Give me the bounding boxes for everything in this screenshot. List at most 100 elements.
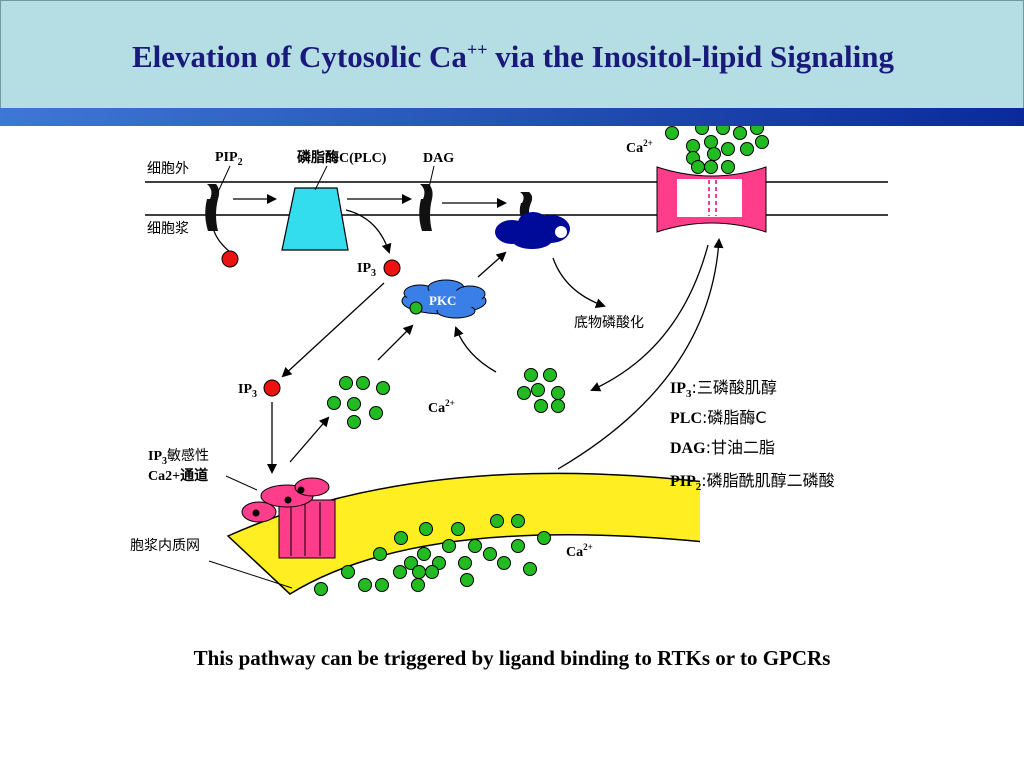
label-plc: 磷脂酶C(PLC): [297, 149, 387, 166]
calcium-ion: [376, 381, 390, 395]
arrow-ip3-down: [281, 282, 385, 378]
calcium-ion: [750, 126, 764, 135]
calcium-ion: [412, 565, 426, 579]
calcium-ion: [511, 514, 525, 528]
calcium-ion: [511, 539, 525, 553]
plc-enzyme: [281, 187, 349, 251]
calcium-ion: [419, 522, 433, 536]
legend-plc: PLC:磷脂酶C: [670, 408, 767, 427]
arrow-er-to-channel: [557, 238, 724, 470]
legend-ip3: IP3:三磷酸肌醇: [670, 378, 777, 400]
leader-er: [208, 560, 293, 589]
arrow-ca-influx: [590, 244, 709, 392]
leader-pip2: [217, 165, 231, 193]
calcium-ion: [411, 578, 425, 592]
calcium-ion: [716, 126, 730, 135]
calcium-ion: [339, 376, 353, 390]
label-ip3-channel-line2: Ca2+通道: [148, 467, 208, 484]
label-substrate-phosphorylation: 底物磷酸化: [574, 315, 644, 331]
calcium-ion: [534, 399, 548, 413]
calcium-ion: [523, 562, 537, 576]
arrow-ca-to-pkc: [377, 324, 414, 361]
title-bar: Elevation of Cytosolic Ca++ via the Inos…: [0, 0, 1024, 109]
calcium-ion: [551, 386, 565, 400]
ip3-molecule-1: [383, 259, 401, 277]
legend-pip2: PIP2:磷脂酰肌醇二磷酸: [670, 471, 835, 493]
calcium-ion: [551, 399, 565, 413]
label-ip3-channel-line1: IP3敏感性: [148, 447, 209, 467]
calcium-ion: [393, 565, 407, 579]
ca-bound-pkc: [409, 301, 423, 315]
dag-molecule: [419, 184, 433, 231]
legend: IP3:三磷酸肌醇 PLC:磷脂酶C DAG:甘油二脂 PIP2:磷脂酰肌醇二磷…: [670, 378, 835, 493]
calcium-ion: [460, 573, 474, 587]
arrow-ca-to-pkc-curved: [454, 326, 497, 373]
calcium-ion: [543, 368, 557, 382]
calcium-ion: [740, 142, 754, 156]
label-ip3-lower: IP3: [238, 382, 257, 400]
ip3-molecule-2: [263, 379, 281, 397]
calcium-ion: [451, 522, 465, 536]
signaling-diagram: 细胞外 细胞浆 PIP2 磷脂酶C(PLC) DAG IP3 IP3 PKC 底…: [130, 126, 888, 596]
calcium-ion: [490, 514, 504, 528]
arrow-channel-to-ca: [289, 416, 330, 463]
calcium-ion: [483, 547, 497, 561]
calcium-ion: [497, 556, 511, 570]
calcium-ion: [733, 126, 747, 140]
calcium-ion: [695, 126, 709, 135]
calcium-ion: [417, 547, 431, 561]
label-ca-middle: Ca2+: [428, 398, 455, 416]
footer-caption: This pathway can be triggered by ligand …: [193, 646, 831, 670]
calcium-ion: [425, 565, 439, 579]
calcium-ion: [327, 396, 341, 410]
calcium-ion: [704, 135, 718, 149]
calcium-ions: [314, 126, 769, 596]
arrow-gprotein-to-substrate: [552, 257, 606, 308]
calcium-ion: [665, 126, 679, 140]
calcium-ion: [356, 376, 370, 390]
calcium-ion: [369, 406, 383, 420]
calcium-ion: [347, 397, 361, 411]
ip3-receptor-channel: [241, 477, 336, 559]
slide-title: Elevation of Cytosolic Ca++ via the Inos…: [131, 39, 895, 74]
calcium-ion: [524, 368, 538, 382]
calcium-ion: [358, 578, 372, 592]
g-protein-site: [555, 226, 567, 238]
label-ca-er: Ca2+: [566, 542, 593, 560]
calcium-ion: [442, 539, 456, 553]
calcium-ion: [404, 556, 418, 570]
calcium-ion: [755, 135, 769, 149]
label-cytoplasm: 细胞浆: [147, 221, 189, 237]
calcium-ion: [707, 147, 721, 161]
header-divider-band: [0, 108, 1024, 126]
calcium-ion: [373, 547, 387, 561]
calcium-ion: [537, 531, 551, 545]
calcium-ion: [341, 565, 355, 579]
calcium-ion: [394, 531, 408, 545]
calcium-ion: [704, 160, 718, 174]
receptor: [205, 184, 231, 253]
label-er: 胞浆内质网: [130, 538, 200, 554]
plasma-membrane-ca-channel: [656, 166, 767, 233]
calcium-ion: [375, 578, 389, 592]
calcium-ion: [721, 160, 735, 174]
calcium-ion: [721, 142, 735, 156]
pkc-kinase: [401, 279, 487, 319]
calcium-ion: [347, 415, 361, 429]
label-ip3-upper: IP3: [357, 261, 376, 279]
label-ca-top: Ca2+: [626, 138, 653, 156]
label-pkc: PKC: [429, 293, 456, 308]
calcium-ion: [686, 139, 700, 153]
calcium-ion: [468, 539, 482, 553]
leader-ip3-channel: [225, 475, 258, 491]
leader-dag: [427, 165, 435, 193]
calcium-ion: [691, 160, 705, 174]
label-dag: DAG: [423, 151, 454, 166]
calcium-ion: [458, 556, 472, 570]
legend-dag: DAG:甘油二脂: [670, 438, 775, 457]
leader-plc: [314, 165, 328, 191]
calcium-ion: [531, 383, 545, 397]
label-extracellular: 细胞外: [147, 161, 189, 177]
arrow-plc-to-ip3: [345, 209, 392, 254]
arrow-pkc-to-gprotein: [477, 251, 507, 278]
